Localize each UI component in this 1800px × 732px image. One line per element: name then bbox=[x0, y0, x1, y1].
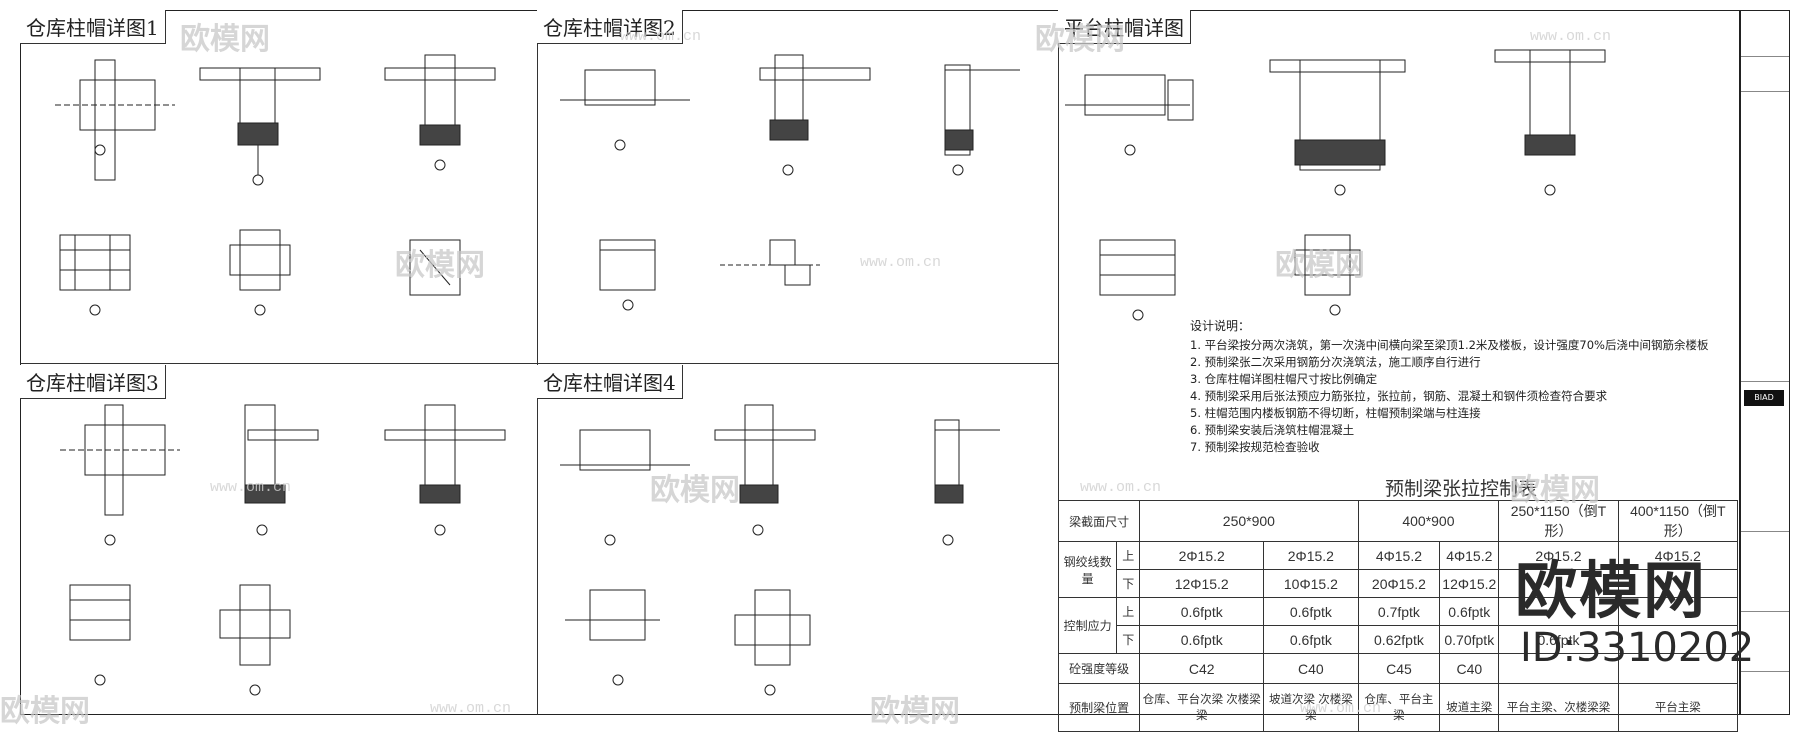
watermark-url: www.om.cn bbox=[430, 700, 512, 717]
table-cell: 20Φ15.2 bbox=[1357, 569, 1441, 598]
table-cell: 0.70fptk bbox=[1439, 625, 1500, 654]
watermark-url: www.om.cn bbox=[860, 254, 942, 271]
table-row: 预制梁位置 仓库、平台次梁 次楼梁梁 坡道次梁 次楼梁梁 仓库、平台主梁 坡道主… bbox=[1057, 683, 1739, 732]
table-cell: 0.6fptk bbox=[1263, 597, 1359, 626]
table-row-sub: 下 bbox=[1116, 569, 1141, 598]
design-note-item: 7. 预制梁按规范检查验收 bbox=[1190, 440, 1320, 454]
table-cell bbox=[1617, 597, 1739, 626]
watermark-url: www.om.cn bbox=[1080, 479, 1162, 496]
table-cell: 0.6fptk bbox=[1439, 597, 1500, 626]
table-cell: 0.6fptk bbox=[1139, 597, 1265, 626]
table-cell: 平台主梁、次楼梁梁 bbox=[1498, 683, 1619, 732]
table-cell: 12Φ15.2 bbox=[1139, 569, 1265, 598]
table-cell bbox=[1617, 625, 1739, 654]
watermark-url: www.om.cn bbox=[1530, 28, 1612, 45]
design-note-item: 2. 预制梁张二次采用钢筋分次浇筑法，施工顺序自行进行 bbox=[1190, 355, 1481, 369]
watermark-url: www.om.cn bbox=[620, 28, 702, 45]
table-row-label: 预制梁位置 bbox=[1057, 683, 1141, 732]
table-cell: 4Φ15.2 bbox=[1439, 541, 1500, 570]
table-cell: 12Φ15.2 bbox=[1439, 569, 1500, 598]
table-header-cell: 400*900 bbox=[1357, 500, 1500, 542]
design-notes-heading: 设计说明： bbox=[1190, 319, 1251, 333]
table-header-cell: 250*900 bbox=[1139, 500, 1359, 542]
table-header-row: 梁截面尺寸 250*900 400*900 250*1150（倒T形） 400*… bbox=[1057, 500, 1739, 542]
table-cell: 仓库、平台主梁 bbox=[1357, 683, 1441, 732]
design-note-item: 3. 仓库柱帽详图柱帽尺寸按比例确定 bbox=[1190, 372, 1378, 386]
table-cell: 平台主梁 bbox=[1617, 683, 1739, 732]
table-cell: C45 bbox=[1357, 653, 1441, 684]
table-header-cell: 梁截面尺寸 bbox=[1057, 500, 1141, 542]
table-row-label: 钢绞线数量 bbox=[1057, 541, 1118, 598]
table-row: 钢绞线数量 上 2Φ15.2 2Φ15.2 4Φ15.2 4Φ15.2 2Φ15… bbox=[1057, 541, 1739, 598]
design-notes: 设计说明： 1. 平台梁按分两次浇筑，第一次浇中间横向梁至梁顶1.2米及楼板，设… bbox=[1190, 318, 1770, 456]
design-note-item: 6. 预制梁安装后浇筑柱帽混凝土 bbox=[1190, 423, 1355, 437]
table-cell: 坡道次梁 次楼梁梁 bbox=[1263, 683, 1359, 732]
table-header-cell: 250*1150（倒T形） bbox=[1498, 500, 1619, 542]
watermark-url: www.om.cn bbox=[210, 479, 292, 496]
table-row: 下 12Φ15.2 10Φ15.2 20Φ15.2 12Φ15.2 bbox=[1059, 569, 1739, 598]
panel-title-4: 仓库柱帽详图4 bbox=[537, 365, 683, 399]
table-cell: 0.6fptk bbox=[1139, 625, 1265, 654]
table-row: 下 0.6fptk 0.6fptk 0.62fptk 0.70fptk 0.6f… bbox=[1059, 625, 1739, 654]
watermark-id: ID:3310202 bbox=[1520, 625, 1755, 671]
table-cell: 4Φ15.2 bbox=[1357, 541, 1441, 570]
table-cell: 10Φ15.2 bbox=[1263, 569, 1359, 598]
panel-title-platform: 平台柱帽详图 bbox=[1058, 10, 1191, 44]
table-cell: 0.7fptk bbox=[1357, 597, 1441, 626]
table-cell: 0.62fptk bbox=[1357, 625, 1441, 654]
watermark-brand-large: 欧模网 bbox=[1515, 554, 1708, 627]
watermark-url: www.om.cn bbox=[1300, 700, 1382, 717]
table-cell: C40 bbox=[1439, 653, 1500, 684]
drawing-frame bbox=[20, 10, 1740, 715]
table-cell: 坡道主梁 bbox=[1439, 683, 1500, 732]
design-note-item: 5. 柱帽范围内楼板钢筋不得切断，柱帽预制梁端与柱连接 bbox=[1190, 406, 1481, 420]
table-cell: 4Φ15.2 bbox=[1617, 541, 1739, 570]
table-row: 控制应力 上 0.6fptk 0.6fptk 0.7fptk 0.6fptk bbox=[1057, 597, 1739, 654]
biad-logo: BIAD bbox=[1744, 390, 1784, 406]
panel-title-2: 仓库柱帽详图2 bbox=[537, 10, 683, 44]
design-note-item: 1. 平台梁按分两次浇筑，第一次浇中间横向梁至梁顶1.2米及楼板，设计强度70%… bbox=[1190, 338, 1709, 352]
design-note-item: 4. 预制梁采用后张法预应力筋张拉，张拉前，钢筋、混凝土和钢件须检查符合要求 bbox=[1190, 389, 1608, 403]
panel-divider bbox=[1058, 10, 1059, 500]
table-row-sub: 上 bbox=[1116, 541, 1141, 570]
table-row-label: 砼强度等级 bbox=[1057, 653, 1141, 684]
control-table: 梁截面尺寸 250*900 400*900 250*1150（倒T形） 400*… bbox=[1057, 500, 1739, 732]
table-cell: 2Φ15.2 bbox=[1263, 541, 1359, 570]
panel-divider bbox=[537, 10, 538, 715]
table-row-sub: 下 bbox=[1116, 625, 1141, 654]
table-cell: 仓库、平台次梁 次楼梁梁 bbox=[1139, 683, 1265, 732]
table-cell: C42 bbox=[1139, 653, 1265, 684]
table-header-cell: 400*1150（倒T形） bbox=[1617, 500, 1739, 542]
control-table-title: 预制梁张拉控制表 bbox=[1385, 478, 1538, 500]
table-row-sub: 上 bbox=[1116, 597, 1141, 626]
table-row-label: 控制应力 bbox=[1057, 597, 1118, 654]
table-cell: 2Φ15.2 bbox=[1139, 541, 1265, 570]
title-block bbox=[1740, 10, 1790, 715]
table-cell: 0.6fptk bbox=[1263, 625, 1359, 654]
panel-title-3: 仓库柱帽详图3 bbox=[20, 365, 166, 399]
table-cell: C40 bbox=[1263, 653, 1359, 684]
table-cell: 0.6fptk bbox=[1498, 625, 1619, 654]
panel-divider bbox=[20, 363, 1058, 364]
panel-title-1: 仓库柱帽详图1 bbox=[20, 10, 166, 44]
